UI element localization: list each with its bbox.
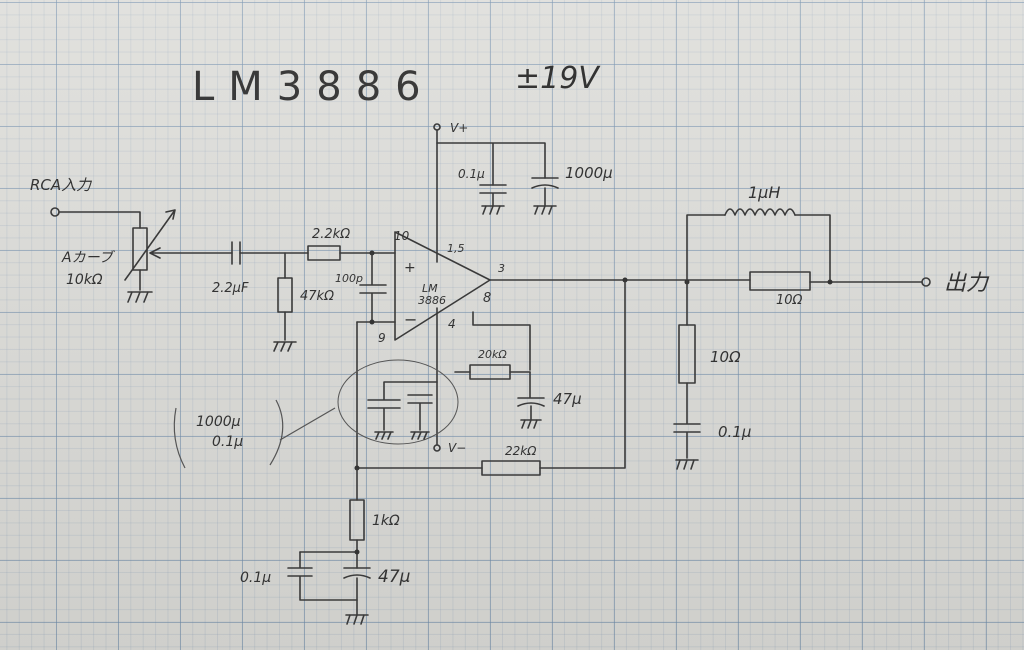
vminus-decoupling-group-circle <box>337 359 459 445</box>
output-inductor-label: 1μH <box>748 183 780 202</box>
input-bias-resistor-label: 47kΩ <box>300 289 334 304</box>
input-capacitor-label: 2.2μF <box>212 281 249 296</box>
pot-adjust-arrow <box>124 209 176 281</box>
zobel-resistor <box>678 324 696 384</box>
mute-resistor <box>469 364 511 380</box>
inverting-input-sign: − <box>404 310 417 329</box>
ground-symbol <box>273 341 297 352</box>
gain-small-cap-label: 0.1μ <box>240 570 271 586</box>
schematic-title: LM3886 <box>192 64 435 110</box>
gain-resistor <box>349 499 365 541</box>
series-resistor <box>307 245 341 261</box>
vplus-terminal <box>433 123 441 131</box>
output-label: 出力 <box>944 271 990 296</box>
vplus-decoupling-small-cap <box>479 184 507 207</box>
noninverting-input-sign: + <box>404 260 416 276</box>
pin-8-label: 8 <box>483 291 491 306</box>
zobel-capacitor <box>673 382 701 459</box>
input-bias-resistor <box>277 277 293 313</box>
output-terminal <box>921 277 931 287</box>
ground-symbol <box>520 419 542 429</box>
stability-capacitor <box>359 252 387 323</box>
vminus-decoupling-caps <box>367 381 438 431</box>
mute-capacitor-label: 47μ <box>553 390 582 408</box>
output-inductor <box>724 208 796 216</box>
vplus-small-cap-label: 0.1μ <box>458 167 485 181</box>
gain-bulk-capacitor <box>343 567 371 616</box>
feedback-resistor-label: 22kΩ <box>505 444 537 458</box>
wiper-wire <box>149 247 233 259</box>
vminus-note-small: 0.1μ <box>212 434 243 450</box>
zobel-resistor-label: 10Ω <box>710 348 741 366</box>
vminus-note-bulk: 1000μ <box>196 414 241 430</box>
ic-name-line1: LM <box>422 282 438 295</box>
output-damping-resistor-label: 10Ω <box>776 293 803 308</box>
vplus-label: V+ <box>450 121 468 135</box>
vminus-terminal <box>433 444 441 452</box>
series-resistor-label: 2.2kΩ <box>312 227 350 242</box>
ic-name-line2: 3886 <box>418 294 446 307</box>
supply-voltage-label: ±19V <box>515 61 601 96</box>
feedback-resistor <box>481 460 541 476</box>
gain-bulk-cap-label: 47μ <box>378 567 411 587</box>
stability-capacitor-label: 100p <box>335 272 363 285</box>
ground-symbol <box>675 459 699 470</box>
lm3886-amplifier <box>394 231 491 341</box>
input-capacitor <box>231 241 241 265</box>
gain-small-capacitor <box>287 551 358 601</box>
vminus-label: V− <box>448 441 466 455</box>
vplus-bulk-cap-label: 1000μ <box>565 164 613 182</box>
volume-curve-label: Aカーブ <box>61 250 116 266</box>
mute-resistor-label: 20kΩ <box>478 348 507 361</box>
volume-potentiometer <box>132 227 148 271</box>
ground-symbol <box>345 614 369 625</box>
rca-input-label: RCA入力 <box>30 176 92 194</box>
input-wire <box>58 211 141 229</box>
ground-symbol <box>410 431 430 440</box>
gain-resistor-label: 1kΩ <box>372 513 400 529</box>
ground-symbol <box>127 291 153 303</box>
pin-4-label: 4 <box>448 317 456 331</box>
mute-capacitor <box>517 371 545 421</box>
vplus-bulk-cap <box>531 177 559 207</box>
ground-symbol <box>374 431 394 440</box>
ground-symbol <box>481 205 505 215</box>
pin-1-5-label: 1,5 <box>447 242 465 255</box>
output-damping-resistor <box>749 271 811 291</box>
rca-input-terminal <box>50 207 60 217</box>
volume-value-label: 10kΩ <box>66 272 103 288</box>
pin-3-label: 3 <box>498 262 505 275</box>
pin-9-label: 9 <box>378 331 386 345</box>
pin-10-label: 10 <box>394 229 410 243</box>
zobel-capacitor-label: 0.1μ <box>718 423 751 441</box>
ground-symbol <box>533 205 557 215</box>
